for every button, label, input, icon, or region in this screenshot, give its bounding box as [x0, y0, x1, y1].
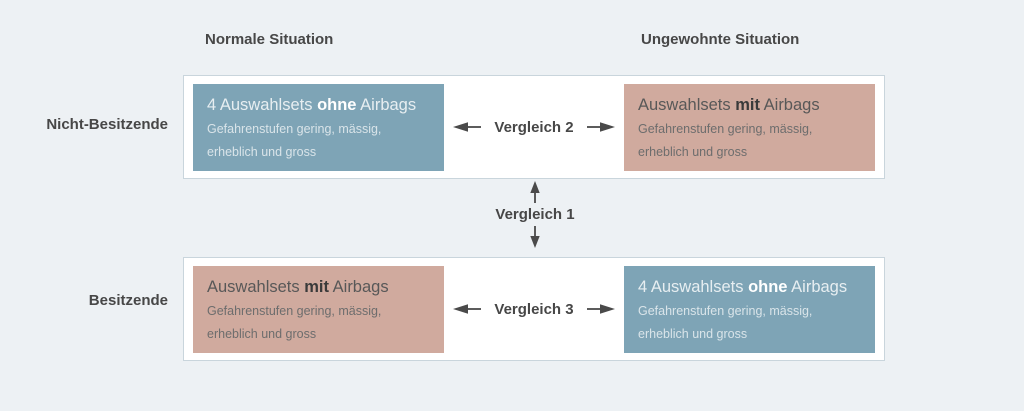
box-besitzende-ungewohnt: 4 Auswahlsets ohne Airbags Gefahrenstufe… — [624, 265, 875, 353]
comparison-label: Vergleich 3 — [494, 300, 574, 318]
box-besitzende-normal: Auswahlsets mit Airbags Gefahrenstufen g… — [193, 265, 444, 353]
row-container-besitzende: Auswahlsets mit Airbags Gefahrenstufen g… — [183, 257, 885, 361]
box-title: Auswahlsets mit Airbags — [638, 95, 820, 114]
column-header-normale-situation: Normale Situation — [205, 31, 334, 48]
comparison-label: Vergleich 2 — [494, 118, 574, 136]
box-subtitle: Gefahrenstufen gering, mässig, erheblich… — [638, 304, 813, 341]
row-container-nicht-besitzende: 4 Auswahlsets ohne Airbags Gefahrenstufe… — [183, 75, 885, 179]
comparison-vergleich-3: Vergleich 3 — [444, 301, 624, 318]
box-nicht-besitzende-normal: 4 Auswahlsets ohne Airbags Gefahrenstufe… — [193, 83, 444, 171]
box-subtitle: Gefahrenstufen gering, mässig, erheblich… — [638, 122, 813, 159]
arrow-right-icon — [586, 304, 615, 314]
row-label-nicht-besitzende: Nicht-Besitzende — [46, 116, 168, 133]
box-title: 4 Auswahlsets ohne Airbags — [207, 95, 417, 114]
row-label-besitzende: Besitzende — [88, 292, 168, 309]
comparison-vergleich-2: Vergleich 2 — [444, 119, 624, 136]
arrow-left-icon — [453, 304, 482, 314]
arrow-right-icon — [586, 122, 615, 132]
box-subtitle: Gefahrenstufen gering, mässig, erheblich… — [207, 122, 382, 159]
box-nicht-besitzende-ungewohnt: Auswahlsets mit Airbags Gefahrenstufen g… — [624, 83, 875, 171]
arrow-up-icon — [530, 181, 540, 203]
arrow-left-icon — [453, 122, 482, 132]
comparison-vergleich-1: Vergleich 1 — [465, 181, 605, 248]
box-subtitle: Gefahrenstufen gering, mässig, erheblich… — [207, 304, 382, 341]
box-title: Auswahlsets mit Airbags — [207, 277, 389, 296]
arrow-down-icon — [530, 226, 540, 248]
column-header-ungewohnte-situation: Ungewohnte Situation — [641, 31, 800, 48]
comparison-label: Vergleich 1 — [495, 206, 575, 223]
box-title: 4 Auswahlsets ohne Airbags — [638, 277, 848, 296]
